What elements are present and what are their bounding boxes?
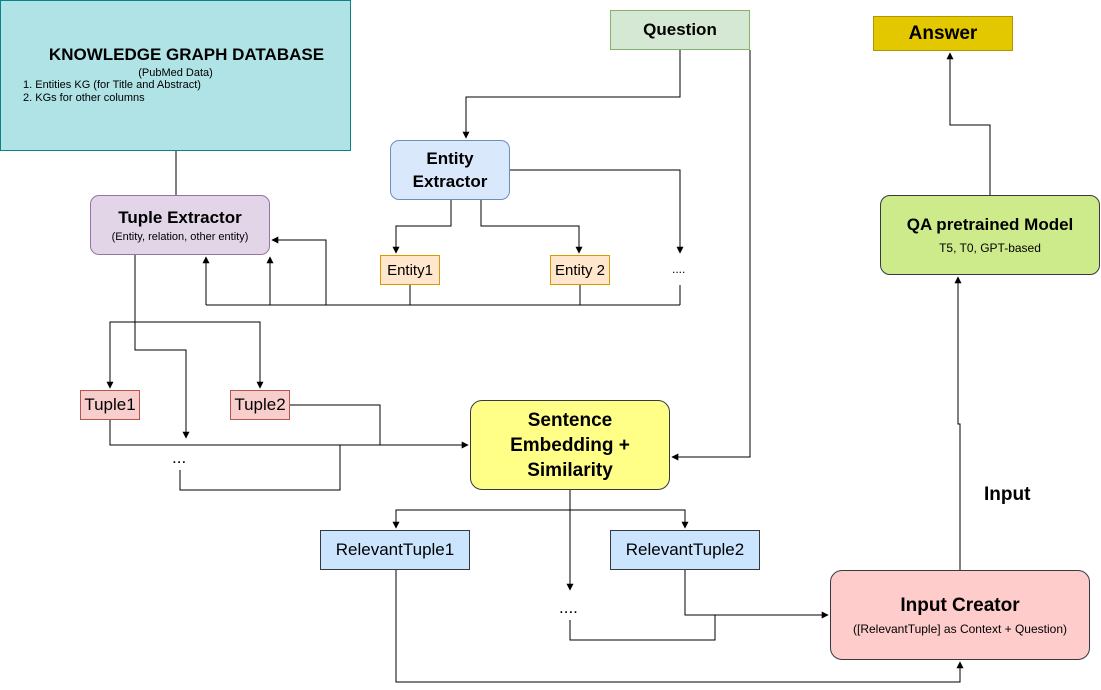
edge-tuple1-to-embedding xyxy=(109,420,469,449)
question-box: Question xyxy=(610,10,750,50)
edge-embedding-to-relevant2 xyxy=(570,509,689,529)
entity2-label: Entity 2 xyxy=(554,261,606,279)
tuple1-box: Tuple1 xyxy=(80,390,140,420)
sentence-embedding-line-3: Similarity xyxy=(527,459,613,481)
question-label: Question xyxy=(643,20,717,39)
edge-more-tuples-to-embedding xyxy=(179,445,341,491)
tuple-extractor-box: Tuple Extractor (Entity, relation, other… xyxy=(90,195,270,255)
relevant-tuple1-box: RelevantTuple1 xyxy=(320,530,470,570)
answer-label: Answer xyxy=(908,22,978,44)
edge-input-creator-to-qa xyxy=(954,276,962,570)
tuple1-label: Tuple1 xyxy=(84,395,136,414)
entity2-box: Entity 2 xyxy=(550,255,610,285)
edge-extractor-to-more-entities xyxy=(510,169,684,254)
tuple2-label: Tuple2 xyxy=(234,395,286,414)
edge-tuple-extractor-to-more-tuples xyxy=(134,322,190,439)
relevant-ellipsis: .... xyxy=(559,598,578,617)
edge-tuple-extractor-to-tuple2 xyxy=(135,321,264,389)
qa-model-box: QA pretrained Model T5, T0, GPT-based xyxy=(880,195,1100,275)
edge-embedding-to-relevant1 xyxy=(392,490,571,529)
qa-model-subtitle: T5, T0, GPT-based xyxy=(939,241,1041,255)
kg-title: KNOWLEDGE GRAPH DATABASE xyxy=(48,45,325,64)
sentence-embedding-box: Sentence Embedding + Similarity xyxy=(470,400,670,490)
input-creator-subtitle: ([RelevantTuple] as Context + Question) xyxy=(853,621,1067,636)
edge-relevant2-to-input-creator xyxy=(684,570,829,619)
sentence-embedding-line-2: Embedding + xyxy=(510,434,630,456)
relevant-tuple2-box: RelevantTuple2 xyxy=(610,530,760,570)
relevant-tuple2-label: RelevantTuple2 xyxy=(625,540,745,559)
input-edge-label: Input xyxy=(984,484,1031,505)
tuple-extractor-title: Tuple Extractor xyxy=(118,207,242,227)
sentence-embedding-line-1: Sentence xyxy=(527,409,613,431)
tuple-ellipsis: ... xyxy=(172,448,187,467)
kg-subtitle: (PubMed Data) xyxy=(138,67,213,79)
knowledge-graph-database-box: KNOWLEDGE GRAPH DATABASE (PubMed Data) 1… xyxy=(0,0,351,151)
kg-item-1: 1. Entities KG (for Title and Abstract) xyxy=(23,79,201,91)
relevant-tuple1-label: RelevantTuple1 xyxy=(335,540,455,559)
edge-extractor-to-entity2 xyxy=(480,200,583,254)
edge-tuple2-to-embedding xyxy=(290,404,381,445)
tuple-extractor-subtitle: (Entity, relation, other entity) xyxy=(111,230,249,243)
entity-extractor-line-2: Extractor xyxy=(412,172,488,191)
answer-box: Answer xyxy=(873,16,1013,51)
input-creator-title: Input Creator xyxy=(900,594,1020,616)
edge-entity-bus xyxy=(206,285,681,306)
tuple2-box: Tuple2 xyxy=(230,390,290,420)
entity1-label: Entity1 xyxy=(387,261,433,279)
edge-question-to-embedding xyxy=(671,50,751,461)
qa-model-title: QA pretrained Model xyxy=(906,215,1074,234)
entity1-box: Entity1 xyxy=(380,255,440,285)
edge-extractor-to-entity1 xyxy=(392,200,452,254)
kg-item-2: 2. KGs for other columns xyxy=(23,92,145,104)
entity-extractor-box: Entity Extractor xyxy=(390,140,510,200)
entity-ellipsis: .... xyxy=(672,262,686,276)
edge-qa-to-answer xyxy=(946,52,991,195)
edge-more-relevant-to-input-creator xyxy=(569,615,716,641)
edge-bus-to-tuple-extractor-c xyxy=(271,236,327,305)
edge-tuple-extractor-to-tuple1 xyxy=(106,255,136,389)
input-creator-box: Input Creator ([RelevantTuple] as Contex… xyxy=(830,570,1090,660)
entity-extractor-line-1: Entity xyxy=(426,149,474,168)
edge-relevant1-to-input-creator xyxy=(395,570,964,683)
edge-question-to-entity-extractor xyxy=(462,50,681,139)
